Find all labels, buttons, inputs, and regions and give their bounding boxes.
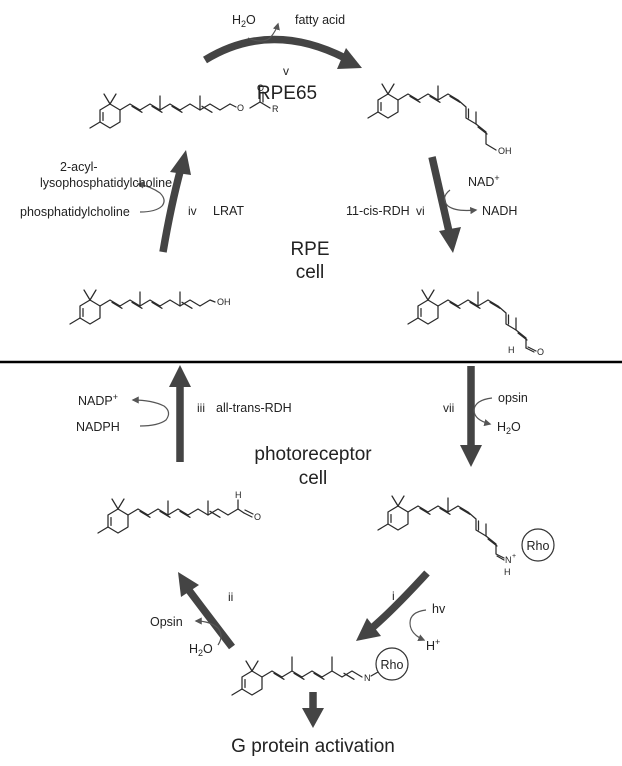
arrow-i-head bbox=[356, 618, 381, 641]
arrow-iv-head bbox=[170, 150, 191, 175]
cofactor-arrows bbox=[131, 22, 493, 646]
label-nad: NAD+ bbox=[468, 173, 500, 189]
atom-h-rhodopsin: H bbox=[504, 567, 511, 577]
enzyme-all-trans-rdh: all-trans-RDH bbox=[216, 401, 292, 415]
enzyme-rpe65: RPE65 bbox=[257, 83, 317, 104]
arrow-vi bbox=[428, 156, 454, 237]
atom-o-trans-aldehyde: O bbox=[254, 512, 261, 522]
atom-n-charge: + bbox=[512, 553, 516, 560]
arrow-ii bbox=[185, 586, 235, 650]
arrow-vi-head bbox=[439, 227, 461, 253]
cycle-arrows bbox=[159, 35, 482, 728]
atom-o-carbonyl: O bbox=[257, 83, 264, 93]
arrow-v bbox=[203, 35, 347, 64]
label-opsin: opsin bbox=[498, 391, 528, 405]
enzyme-lrat: LRAT bbox=[213, 204, 244, 218]
rho-label-1: Rho bbox=[527, 539, 550, 553]
atom-r: R bbox=[272, 104, 279, 114]
label-h2o-ii: H2O bbox=[189, 642, 213, 658]
region-rpe-line1: RPE bbox=[290, 239, 329, 260]
label-hv: hv bbox=[432, 602, 446, 616]
arrow-ii-head bbox=[178, 572, 199, 597]
step-i: i bbox=[392, 589, 395, 603]
label-nadph: NADPH bbox=[76, 420, 120, 434]
molecule-all-trans-retinal: H O bbox=[97, 490, 261, 534]
molecule-all-trans-retinol: OH bbox=[69, 289, 231, 325]
arrow-iii-head bbox=[169, 365, 191, 387]
arrow-v-head bbox=[337, 48, 362, 69]
label-opsin-cap: Opsin bbox=[150, 615, 183, 629]
molecule-retinyl-ester: O O R bbox=[89, 83, 279, 129]
step-ii: ii bbox=[228, 590, 233, 604]
arrow-output-head bbox=[302, 708, 324, 728]
molecule-11-cis-retinal: H O bbox=[407, 289, 544, 357]
label-phosphatidylcholine: phosphatidylcholine bbox=[20, 205, 130, 219]
label-nadh: NADH bbox=[482, 204, 517, 218]
output-g-protein-activation: G protein activation bbox=[231, 736, 395, 757]
region-photoreceptor-line1: photoreceptor bbox=[254, 444, 372, 465]
label-nadp: NADP+ bbox=[78, 392, 118, 408]
atom-oh-trans: OH bbox=[217, 297, 231, 307]
label-fatty-acid: fatty acid bbox=[295, 13, 345, 27]
atom-h-trans-aldehyde: H bbox=[235, 490, 242, 500]
step-iv: iv bbox=[188, 204, 197, 218]
step-vi: vi bbox=[416, 204, 425, 218]
atom-n-meta: N bbox=[364, 673, 371, 683]
enzyme-11-cis-rdh: 11-cis-RDH bbox=[346, 204, 410, 218]
label-h2o-v: H2O bbox=[232, 13, 256, 29]
rho-label-2: Rho bbox=[381, 658, 404, 672]
arrow-i bbox=[369, 570, 430, 631]
step-vii: vii bbox=[443, 401, 454, 415]
label-h2o-vii: H2O bbox=[497, 420, 521, 436]
molecule-rhodopsin: N + H Rho bbox=[377, 495, 555, 577]
arrow-vii-head bbox=[460, 445, 482, 467]
step-v: v bbox=[283, 64, 289, 78]
atom-n-rhodopsin: N bbox=[505, 555, 512, 565]
arrow-iv bbox=[159, 167, 185, 253]
label-2-acyl: 2-acyl- bbox=[60, 160, 98, 174]
region-rpe-line2: cell bbox=[296, 262, 325, 283]
step-iii: iii bbox=[197, 401, 205, 415]
atom-o-cis-aldehyde: O bbox=[537, 347, 544, 357]
atom-oh-cis: OH bbox=[498, 146, 512, 156]
region-photoreceptor-line2: cell bbox=[299, 468, 328, 489]
molecule-11-cis-retinol: OH bbox=[367, 83, 512, 156]
molecule-metarhodopsin: N Rho bbox=[231, 647, 409, 696]
label-h-plus: H+ bbox=[426, 637, 440, 653]
atom-h-cis-aldehyde: H bbox=[508, 345, 515, 355]
atom-o-ester: O bbox=[237, 103, 244, 113]
label-lysophosphatidylcholine: lysophosphatidylcholine bbox=[40, 176, 172, 190]
